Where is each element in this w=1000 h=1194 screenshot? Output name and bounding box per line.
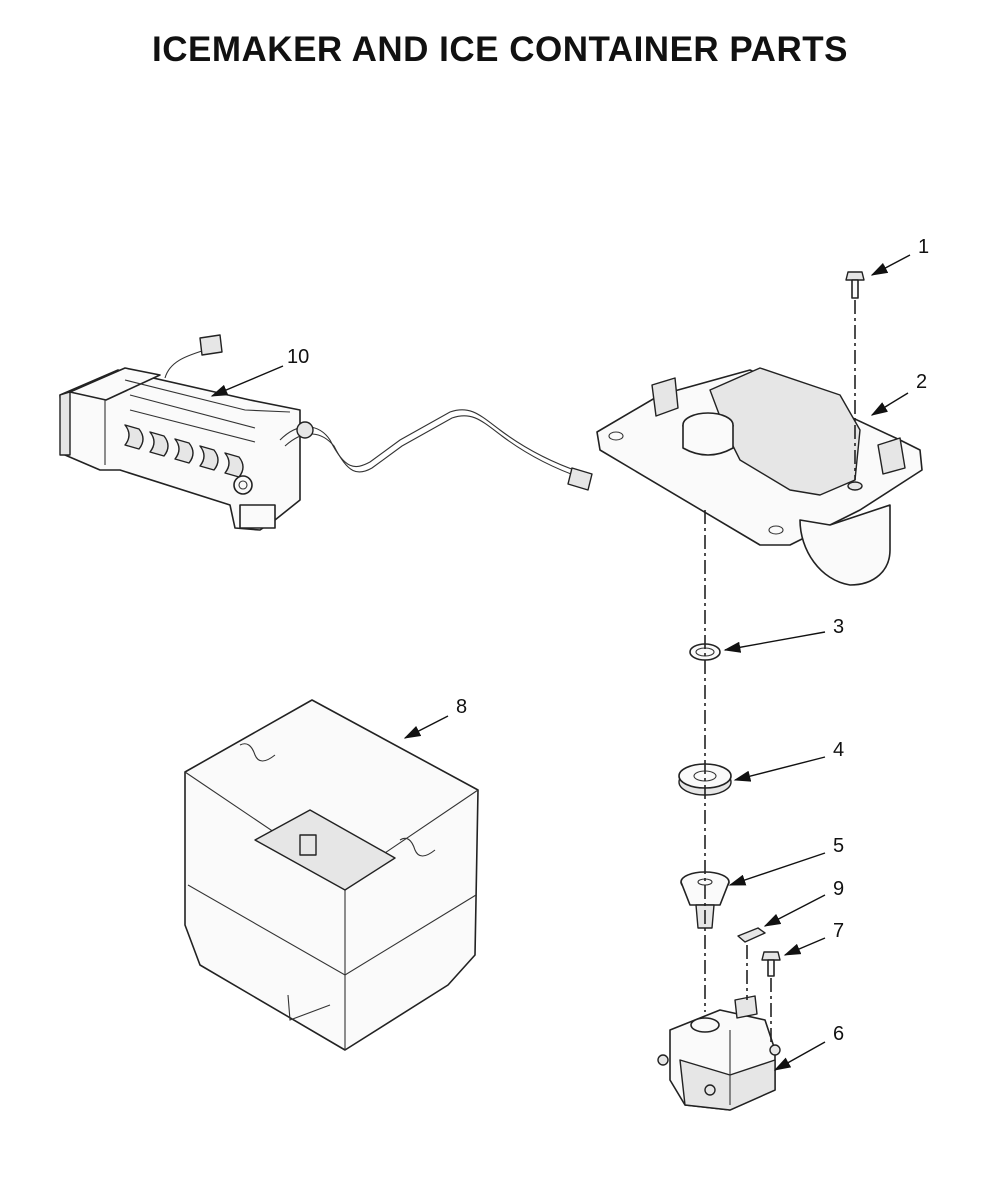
callout-1: 1	[918, 236, 929, 258]
part-1-screw[interactable]	[845, 271, 865, 299]
part-2-dispenser-base[interactable]	[596, 367, 923, 586]
callout-6: 6	[833, 1023, 844, 1045]
callout-numbers: 1 2 3 4 5 6 7 8 9 10	[287, 236, 929, 1045]
part-4-bearing[interactable]	[678, 763, 732, 796]
leader-lines	[210, 254, 911, 1071]
part-6-auger-motor[interactable]	[657, 995, 781, 1111]
callout-5: 5	[833, 835, 844, 857]
part-8-ice-container[interactable]	[184, 699, 479, 1051]
callout-2: 2	[916, 371, 927, 393]
callout-7: 7	[833, 920, 844, 942]
callout-9: 9	[833, 878, 844, 900]
callout-4: 4	[833, 739, 844, 761]
page-title: ICEMAKER AND ICE CONTAINER PARTS	[152, 30, 848, 69]
part-10-icemaker[interactable]	[59, 334, 593, 531]
callout-10: 10	[287, 346, 309, 368]
part-9-clip[interactable]	[737, 927, 766, 943]
callout-8: 8	[456, 696, 467, 718]
assembly-centerlines	[704, 300, 856, 1045]
part-7-screw[interactable]	[761, 951, 781, 977]
callout-3: 3	[833, 616, 844, 638]
